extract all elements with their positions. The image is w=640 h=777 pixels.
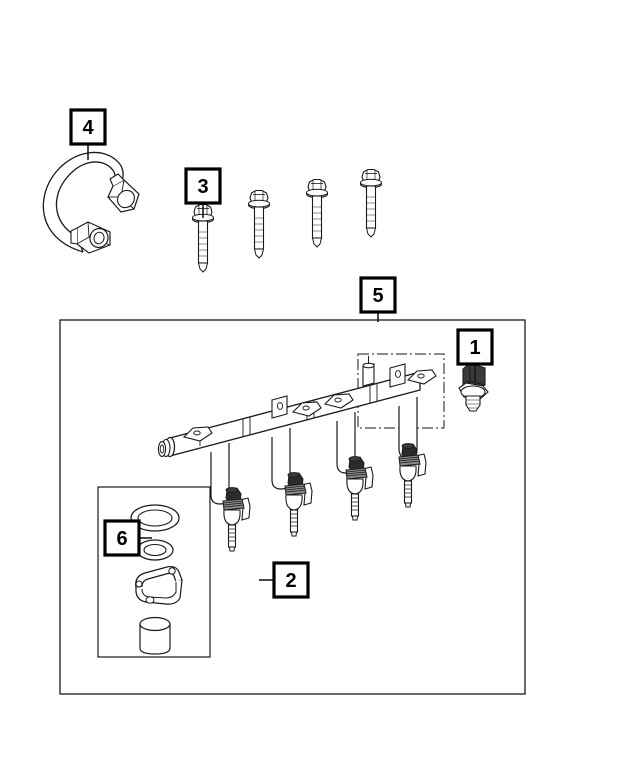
callout-5-label: 5 <box>372 285 383 307</box>
fuel-line-nut-lower <box>70 221 111 254</box>
callout-6[interactable]: 6 <box>103 519 141 557</box>
fuel-rail-mounting-brackets <box>182 363 437 446</box>
callout-3-label: 3 <box>197 176 208 198</box>
large-o-ring <box>130 504 180 532</box>
callout-4[interactable]: 4 <box>69 108 107 146</box>
fuel-pressure-sensor <box>458 362 489 412</box>
callout-1-label: 1 <box>469 337 480 359</box>
fuel-rail-injector-ports <box>210 397 418 505</box>
fuel-line-nut-upper <box>107 173 140 213</box>
injector-seal-kit <box>97 486 211 658</box>
callout-1[interactable]: 1 <box>456 328 494 366</box>
fuel-rail-inlet-end <box>157 436 176 458</box>
sensor-mount-location-indicator <box>357 353 445 429</box>
flange-head-bolt-group <box>191 168 383 273</box>
flange-head-bolt-2 <box>247 189 271 259</box>
flange-head-bolt-4 <box>359 168 383 238</box>
fuel-injector-group <box>222 443 427 552</box>
fuel-injector-3 <box>345 456 374 521</box>
fuel-rail-assembly <box>157 356 437 505</box>
callout-leaders <box>87 144 476 581</box>
callout-2-label: 2 <box>285 570 296 592</box>
fuel-rail-assembly-enclosure <box>59 319 526 695</box>
callout-3[interactable]: 3 <box>184 167 222 205</box>
fuel-injector-2 <box>284 472 313 537</box>
injector-retainer-clip <box>135 565 183 605</box>
fuel-injector-1 <box>222 487 251 552</box>
fuel-rail-sensor-boss <box>362 356 375 387</box>
callout-4-label: 4 <box>82 117 94 139</box>
callout-5[interactable]: 5 <box>359 276 397 314</box>
fuel-supply-line <box>42 151 140 254</box>
small-o-ring <box>136 539 174 561</box>
spacer-sleeve <box>139 616 171 655</box>
fuel-injector-4 <box>398 443 427 508</box>
flange-head-bolt-1 <box>191 203 215 273</box>
callout-2[interactable]: 2 <box>272 561 310 599</box>
callout-6-label: 6 <box>116 528 127 550</box>
flange-head-bolt-3 <box>305 178 329 248</box>
